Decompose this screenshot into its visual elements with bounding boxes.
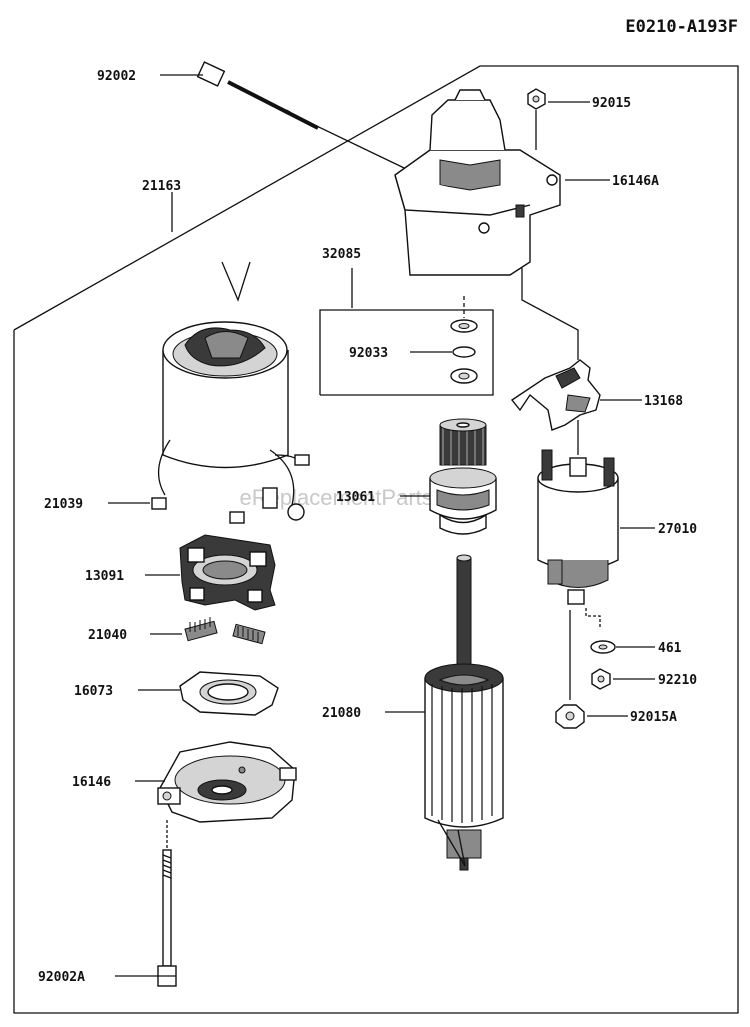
label-21163: 21163: [142, 179, 181, 194]
label-92015A: 92015A: [630, 710, 677, 725]
brush-plate-16073: [179, 671, 279, 716]
label-13168: 13168: [644, 394, 683, 409]
label-92002A: 92002A: [38, 970, 85, 985]
label-21039: 21039: [44, 497, 83, 512]
through-bolt-bottom: [157, 820, 177, 987]
brush-holder-13091: [179, 534, 276, 611]
shift-lever-13168: [510, 268, 601, 431]
nut-92015A: [555, 704, 585, 729]
label-13061: 13061: [336, 490, 375, 505]
washer-461: [590, 640, 616, 654]
nut-92210: [591, 668, 611, 690]
label-21080: 21080: [322, 706, 361, 721]
nut-92015: [527, 88, 546, 150]
label-21040: 21040: [88, 628, 127, 643]
drive-housing-16146A: [394, 89, 561, 276]
diagram-code: E0210-A193F: [625, 17, 738, 37]
label-13091: 13091: [85, 569, 124, 584]
label-461: 461: [658, 641, 682, 656]
label-92002: 92002: [97, 69, 136, 84]
label-92015: 92015: [592, 96, 631, 111]
label-16073: 16073: [74, 684, 113, 699]
armature-21080: [424, 554, 504, 871]
label-32085: 32085: [322, 247, 361, 262]
solenoid-27010: [537, 420, 619, 628]
spacer-washer-set: [450, 296, 478, 384]
label-92033: 92033: [349, 346, 388, 361]
yoke-field-assembly: [158, 261, 310, 524]
brush-springs-21040: [184, 617, 266, 645]
assembly-boundary: [13, 65, 739, 1014]
bracket-32085: [319, 309, 494, 396]
label-16146: 16146: [72, 775, 111, 790]
label-27010: 27010: [658, 522, 697, 537]
rear-cover-16146: [157, 741, 297, 823]
label-92210: 92210: [658, 673, 697, 688]
brush-lead-21039: [151, 497, 167, 510]
label-16146A: 16146A: [612, 174, 659, 189]
pinion-clutch-13061: [429, 418, 497, 535]
